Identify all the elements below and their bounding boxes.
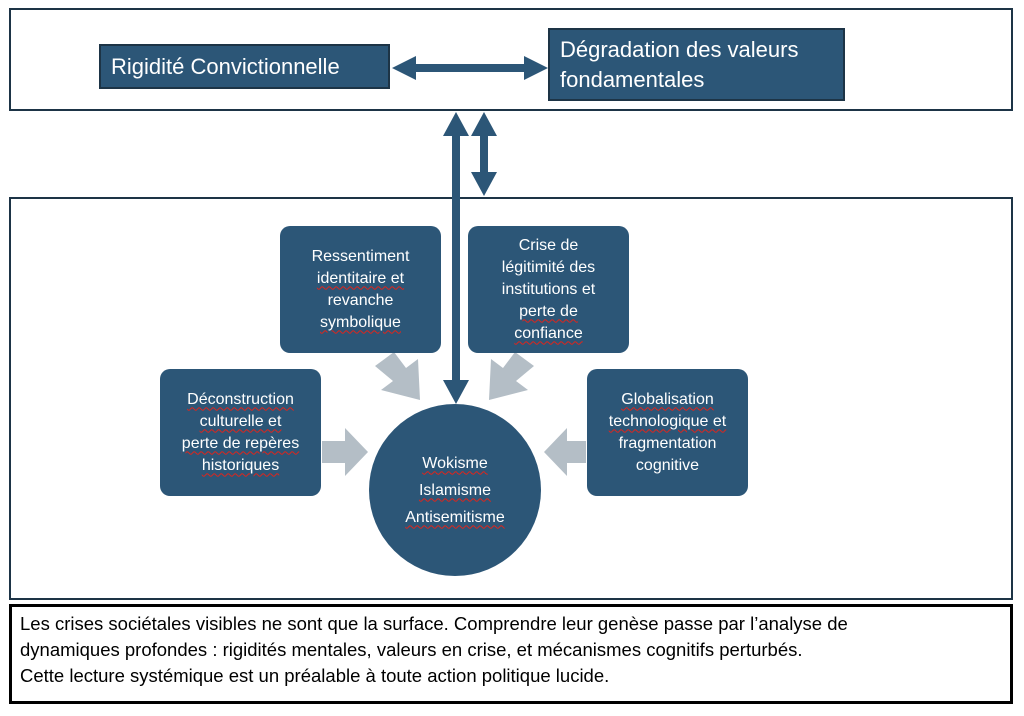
center-item-wokisme: Wokisme [422,454,488,472]
box-crise-legitimite: Crise de légitimité des institutions et … [468,226,629,353]
crise-line2: légitimité des [501,258,596,276]
double-arrow-vertical-short [471,112,497,196]
center-circle: Wokisme Islamisme Antisemitisme [369,404,541,576]
globalisation-line3: fragmentation [618,434,717,452]
degradation-label-line2: fondamentales [560,66,705,92]
deconstruction-line3: perte de repères [181,434,300,452]
conclusion-line1: Les crises sociétales visibles ne sont q… [20,613,848,634]
rigidite-label: Rigidité Convictionnelle [111,53,340,79]
crise-line3: institutions et [501,280,596,298]
ressentiment-line2: identitaire et [316,269,405,287]
deconstruction-line1: Déconstruction [187,390,294,408]
crise-line1: Crise de [518,236,579,254]
degradation-label-line1: Dégradation des valeurs [560,36,799,62]
globalisation-line2: technologique et [608,412,727,430]
conclusion-line3: Cette lecture systémique est un préalabl… [20,665,610,686]
ressentiment-line4: symbolique [320,313,401,331]
ressentiment-line3: revanche [327,291,394,309]
ressentiment-line1: Ressentiment [311,247,410,265]
center-item-islamisme: Islamisme [418,481,491,499]
globalisation-line1: Globalisation [621,390,714,408]
box-globalisation: Globalisation technologique et fragmenta… [587,369,748,496]
conclusion-line2: dynamiques profondes : rigidités mentale… [20,639,803,660]
conclusion-frame [9,604,1013,704]
center-item-antisemitisme: Antisemitisme [405,508,505,526]
deconstruction-line2: culturelle et [199,412,282,430]
box-degradation-valeurs: Dégradation des valeurs fondamentales [548,28,845,101]
box-ressentiment: Ressentiment identitaire et revanche sym… [280,226,441,353]
globalisation-line4: cognitive [635,456,700,474]
crise-line4: perte de [519,302,578,320]
box-deconstruction: Déconstruction culturelle et perte de re… [160,369,321,496]
conclusion-text: Les crises sociétales visibles ne sont q… [20,611,1010,689]
box-rigidite-convictionnelle: Rigidité Convictionnelle [99,44,390,89]
deconstruction-line4: historiques [201,456,280,474]
crise-line5: confiance [514,324,583,342]
